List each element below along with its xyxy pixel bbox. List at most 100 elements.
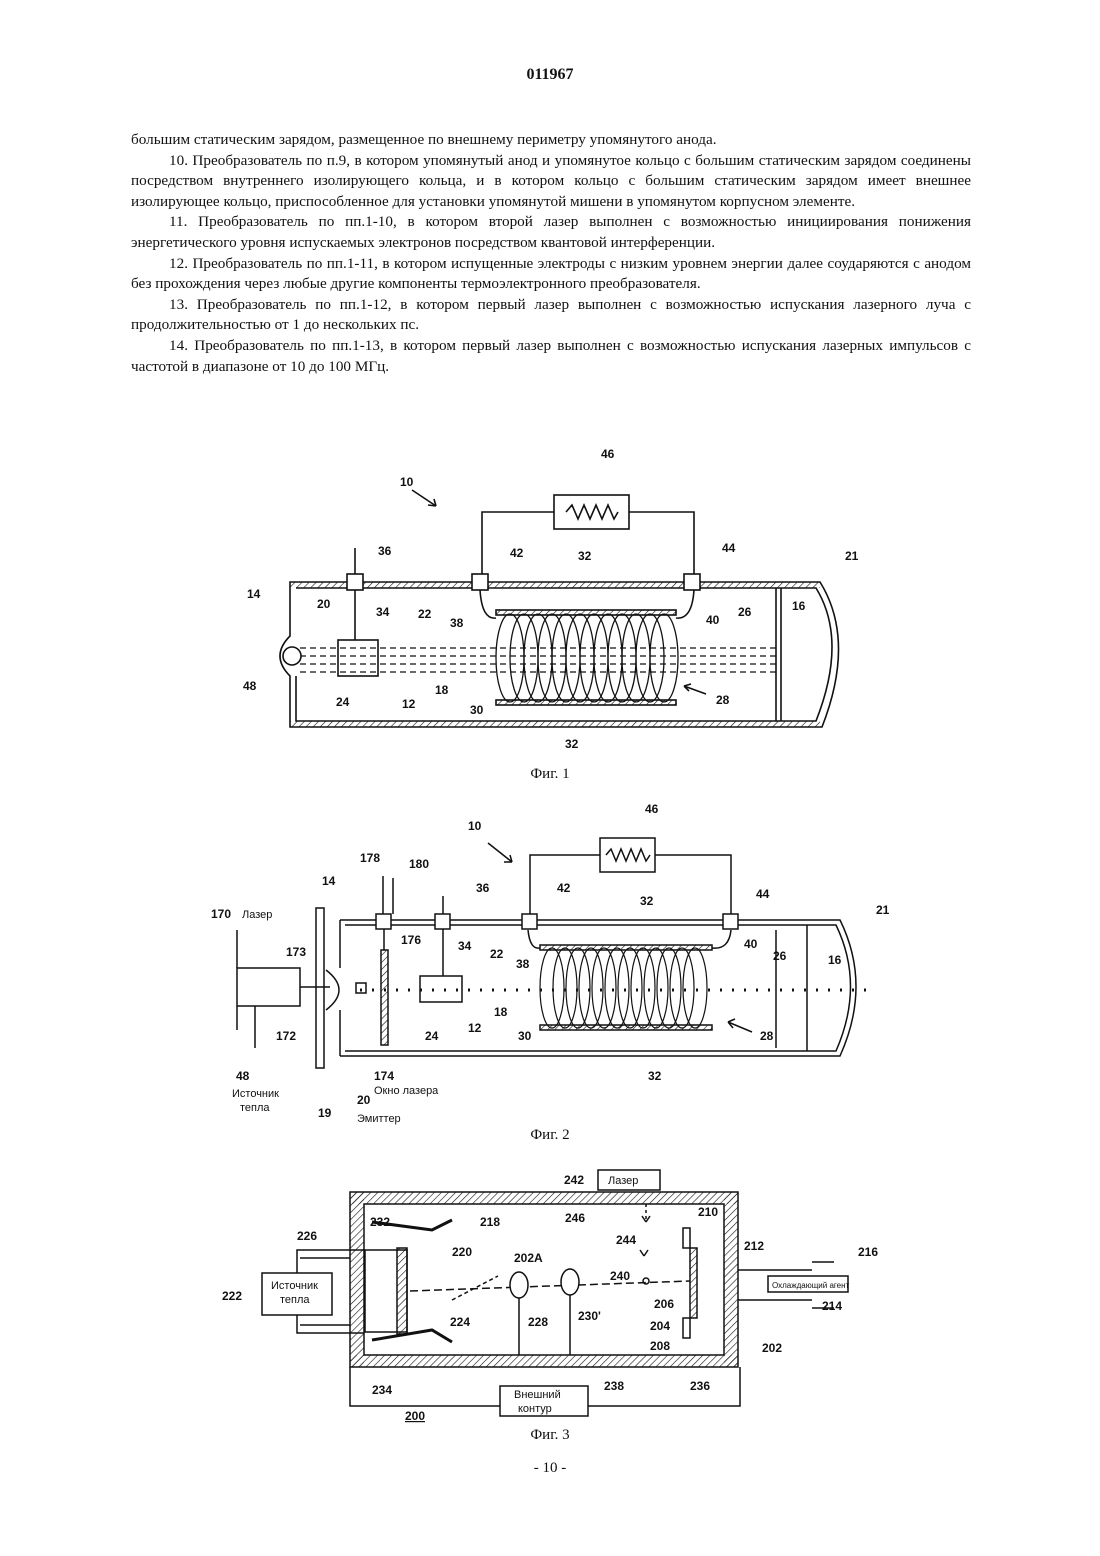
label-36: 36: [378, 544, 392, 558]
label-30: 30: [470, 703, 484, 717]
label-heat-source-2: тепла: [240, 1102, 270, 1114]
label-laser: Лазер: [608, 1175, 638, 1187]
label-214: 214: [822, 1299, 842, 1313]
label-heat-source-2: тепла: [280, 1294, 310, 1306]
label-20: 20: [317, 597, 331, 611]
label-30: 30: [518, 1029, 532, 1043]
label-178: 178: [360, 851, 380, 865]
label-44: 44: [722, 541, 736, 555]
label-18: 18: [435, 683, 449, 697]
label-laser-window: Окно лазера: [374, 1085, 439, 1097]
label-14: 14: [322, 874, 336, 888]
label-174: 174: [374, 1069, 394, 1083]
label-226: 226: [297, 1229, 317, 1243]
label-external-1: Внешний: [514, 1389, 561, 1401]
label-180: 180: [409, 857, 429, 871]
label-36: 36: [476, 881, 490, 895]
label-46: 46: [645, 802, 659, 816]
figure-1-caption: Фиг. 1: [0, 766, 1100, 783]
label-200: 200: [405, 1409, 425, 1423]
label-32b: 32: [648, 1069, 662, 1083]
label-44: 44: [756, 887, 770, 901]
label-38: 38: [516, 957, 530, 971]
label-32: 32: [578, 549, 592, 563]
label-32b: 32: [565, 737, 579, 751]
label-28: 28: [716, 693, 730, 707]
label-48: 48: [236, 1069, 250, 1083]
label-10: 10: [468, 819, 482, 833]
claims-text: большим статическим зарядом, размещенное…: [131, 130, 971, 377]
label-46: 46: [601, 447, 615, 461]
label-173: 173: [286, 945, 306, 959]
label-42: 42: [510, 546, 524, 560]
label-18: 18: [494, 1005, 508, 1019]
label-238: 238: [604, 1379, 624, 1393]
label-34: 34: [458, 939, 472, 953]
label-212: 212: [744, 1239, 764, 1253]
label-176: 176: [401, 933, 421, 947]
label-laser: Лазер: [242, 909, 272, 921]
label-48: 48: [243, 679, 257, 693]
label-204: 204: [650, 1319, 670, 1333]
paragraph: 11. Преобразователь по пп.1-10, в которо…: [131, 212, 971, 253]
label-42: 42: [557, 881, 571, 895]
label-218: 218: [480, 1215, 500, 1229]
label-14: 14: [247, 587, 261, 601]
label-24: 24: [425, 1029, 439, 1043]
label-32: 32: [640, 894, 654, 908]
label-21: 21: [845, 549, 859, 563]
page-footer: - 10 -: [0, 1460, 1100, 1477]
label-38: 38: [450, 616, 464, 630]
label-216: 216: [858, 1245, 878, 1259]
paragraph: 13. Преобразователь по пп.1-12, в которо…: [131, 295, 971, 336]
label-28: 28: [760, 1029, 774, 1043]
label-228: 228: [528, 1315, 548, 1329]
label-170: 170: [211, 907, 231, 921]
label-12: 12: [468, 1021, 482, 1035]
label-40: 40: [744, 937, 758, 951]
label-10: 10: [400, 475, 414, 489]
label-236: 236: [690, 1379, 710, 1393]
label-232: 232: [370, 1215, 390, 1229]
label-16: 16: [828, 953, 842, 967]
label-24: 24: [336, 695, 350, 709]
label-202: 202: [762, 1341, 782, 1355]
figure-3-caption: Фиг. 3: [0, 1427, 1100, 1444]
label-16: 16: [792, 599, 806, 613]
label-20: 20: [357, 1093, 371, 1107]
label-12: 12: [402, 697, 416, 711]
paragraph: 12. Преобразователь по пп.1-11, в которо…: [131, 254, 971, 295]
label-208: 208: [650, 1339, 670, 1353]
label-heat-source-1: Источник: [232, 1088, 279, 1100]
label-19: 19: [318, 1106, 332, 1120]
label-202A: 202A: [514, 1251, 543, 1265]
label-242: 242: [564, 1173, 584, 1187]
label-40: 40: [706, 613, 720, 627]
paragraph: 14. Преобразователь по пп.1-13, в которо…: [131, 336, 971, 377]
label-240: 240: [610, 1269, 630, 1283]
label-224: 224: [450, 1315, 470, 1329]
label-230: 230': [578, 1309, 601, 1323]
label-246: 246: [565, 1211, 585, 1225]
label-26: 26: [773, 949, 787, 963]
label-22: 22: [490, 947, 504, 961]
label-34: 34: [376, 605, 390, 619]
figure-2-caption: Фиг. 2: [0, 1127, 1100, 1144]
label-coolant: Охлаждающий агент: [772, 1281, 850, 1290]
label-22: 22: [418, 607, 432, 621]
label-210: 210: [698, 1205, 718, 1219]
paragraph: большим статическим зарядом, размещенное…: [131, 130, 971, 151]
label-heat-source-1: Источник: [271, 1280, 318, 1292]
label-172: 172: [276, 1029, 296, 1043]
label-external-2: контур: [518, 1403, 552, 1415]
label-206: 206: [654, 1297, 674, 1311]
label-26: 26: [738, 605, 752, 619]
label-234: 234: [372, 1383, 392, 1397]
label-220: 220: [452, 1245, 472, 1259]
label-emitter: Эмиттер: [357, 1113, 401, 1125]
label-244: 244: [616, 1233, 636, 1247]
document-number: 011967: [0, 66, 1100, 84]
label-21: 21: [876, 903, 890, 917]
label-222: 222: [222, 1289, 242, 1303]
paragraph: 10. Преобразователь по п.9, в котором уп…: [131, 151, 971, 213]
